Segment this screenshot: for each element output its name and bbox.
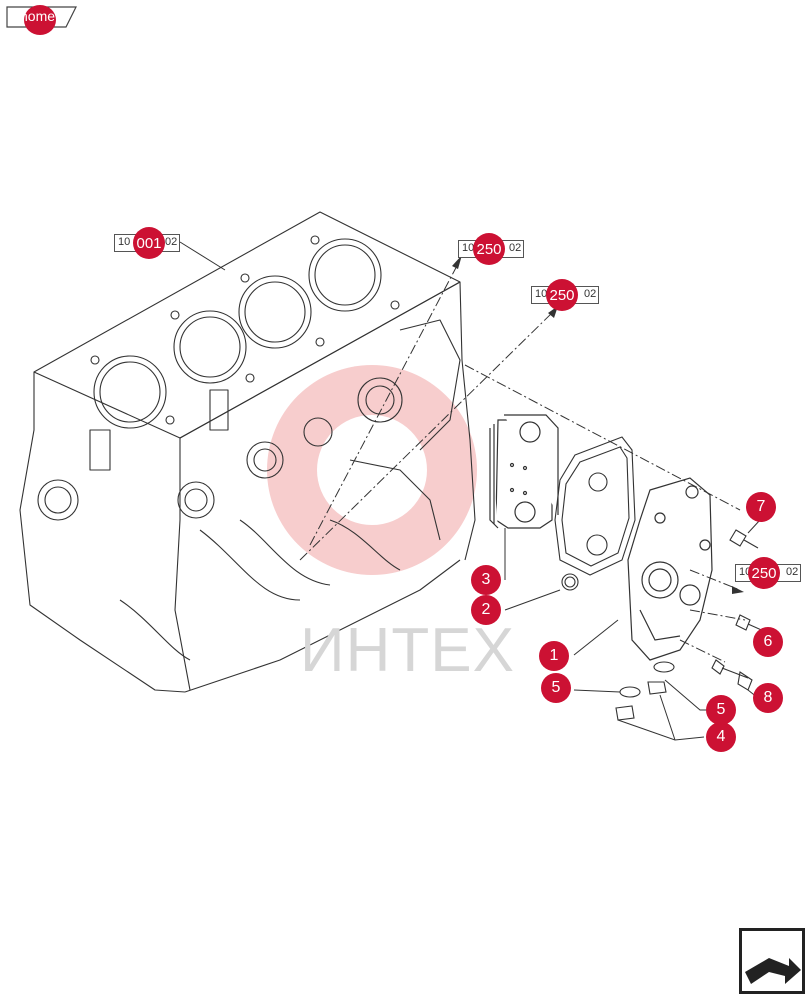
callout-6[interactable]: 6 [753,627,783,657]
home-label: home [20,8,56,24]
next-page-arrow-icon [739,928,805,994]
next-page-button[interactable] [739,928,805,994]
oil-filter-head [627,477,713,661]
callout-5-right[interactable]: 5 [706,695,736,725]
bolt-8 [711,659,753,691]
watermark-logo [267,365,477,575]
home-dot [24,5,56,35]
ref-suffix: 02 [584,288,597,300]
ref-link-250-a[interactable]: 250 [473,233,505,265]
callout-5-left[interactable]: 5 [541,673,571,703]
ref-box-250-c: 10 250 02 [735,557,801,589]
watermark-text: ИНТЕХ [300,616,515,685]
ref-prefix: 10 [118,236,131,248]
callout-7[interactable]: 7 [746,492,776,522]
washer-5b [619,686,641,698]
ref-prefix: 10 [535,288,548,300]
washer-5a [653,661,675,673]
callout-1[interactable]: 1 [539,641,569,671]
ref-suffix: 02 [786,566,799,578]
oil-cooler [489,414,559,529]
ref-suffix: 02 [509,242,522,254]
callout-3[interactable]: 3 [471,565,501,595]
plug-4a [647,681,667,695]
home-button[interactable]: home [6,5,77,35]
ref-prefix: 10 [462,242,475,254]
ref-link-250-c[interactable]: 250 [748,557,780,589]
ref-link-001[interactable]: 001 [133,227,165,259]
ref-box-250-a: 10 250 02 [458,233,524,265]
ref-link-250-b[interactable]: 250 [546,279,578,311]
callout-2[interactable]: 2 [471,595,501,625]
ref-box-250-b: 10 250 02 [531,279,599,311]
ref-box-001: 10 001 02 [114,227,180,259]
ref-suffix: 02 [165,236,178,248]
callout-8[interactable]: 8 [753,683,783,713]
plug-4b [615,705,635,721]
bolt-7 [729,529,759,549]
callout-4[interactable]: 4 [706,722,736,752]
gasket [554,436,636,591]
